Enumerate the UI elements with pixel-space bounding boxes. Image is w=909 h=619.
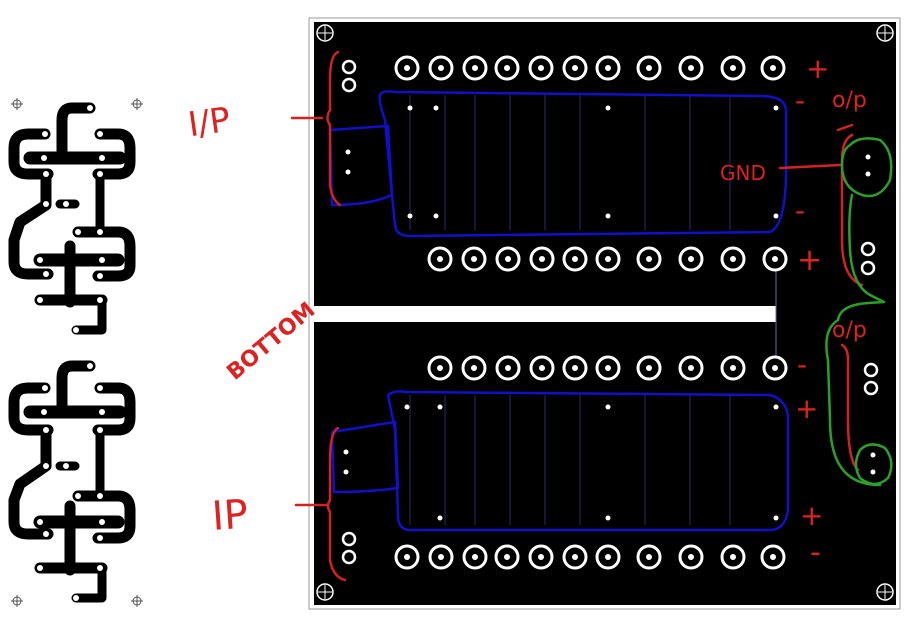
- trace-group-lower: [14, 366, 130, 598]
- sign-minus-lower-1: -: [797, 348, 807, 381]
- sign-plus-bottom-upper: +: [797, 243, 822, 278]
- sign-plus-lower-1: +: [795, 392, 818, 425]
- label-ip-bottom: IP: [210, 492, 249, 540]
- trace-group-upper: [14, 108, 130, 330]
- sign-minus-upper-1: -: [795, 84, 805, 117]
- board-gap-cut: [314, 306, 776, 322]
- sign-minus-lower-2: -: [810, 535, 821, 570]
- bottom-trace-artwork: [11, 98, 143, 607]
- sign-minus-upper-2: -: [795, 194, 805, 227]
- pad-row-top-lower: [429, 357, 786, 379]
- pad-row-bottom-upper: [429, 248, 786, 270]
- label-op-top: o/p: [832, 88, 867, 113]
- sign-plus-top-upper: +: [806, 52, 829, 85]
- label-ip-top: I/P: [186, 100, 233, 145]
- sign-plus-lower-2: +: [800, 499, 823, 532]
- label-bottom: BOTTOM: [222, 298, 320, 386]
- label-gnd: GND: [720, 161, 766, 185]
